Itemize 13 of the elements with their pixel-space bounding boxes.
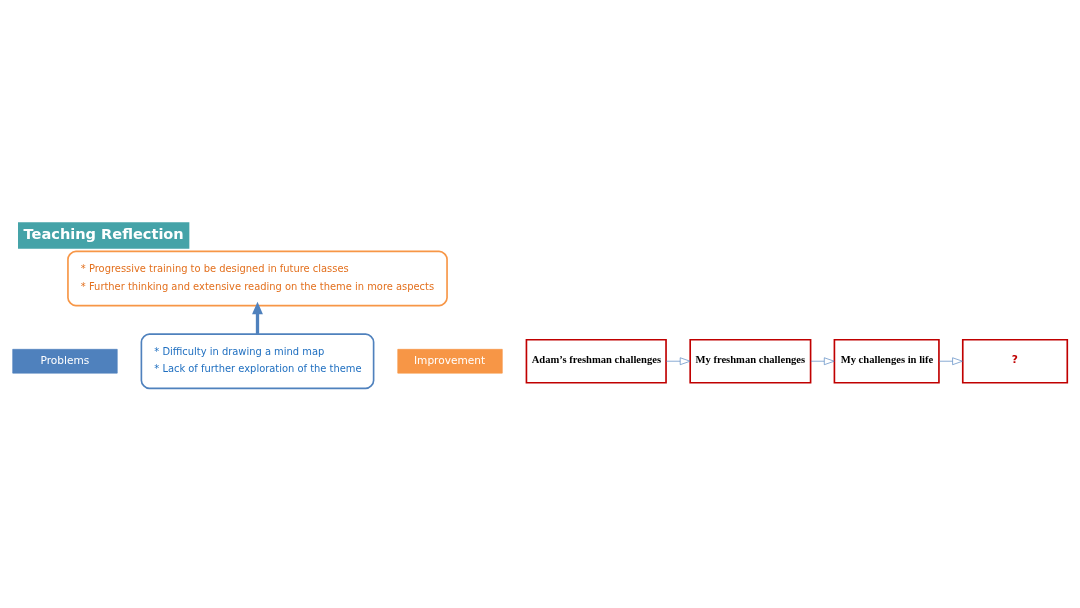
node-box: Improvement <box>397 349 503 374</box>
node-box: * Progressive training to be designed in future classes * Further thinking and extensive reading on the theme in more aspects <box>67 250 448 307</box>
node-box: ? <box>961 338 1069 384</box>
node-box: My challenges in life <box>833 338 940 384</box>
arrow <box>665 357 691 366</box>
node-box: Problems <box>12 349 118 374</box>
node-box: Adam’s freshman challenges <box>525 338 667 384</box>
node-box: * Difficulty in drawing a mind map * Lack of further exploration of the theme <box>140 333 375 390</box>
arrow <box>252 301 263 334</box>
arrow <box>938 357 963 366</box>
arrow <box>810 357 835 366</box>
diagram-title: Teaching Reflection <box>23 224 184 242</box>
node-box: My freshman challenges <box>689 338 812 384</box>
